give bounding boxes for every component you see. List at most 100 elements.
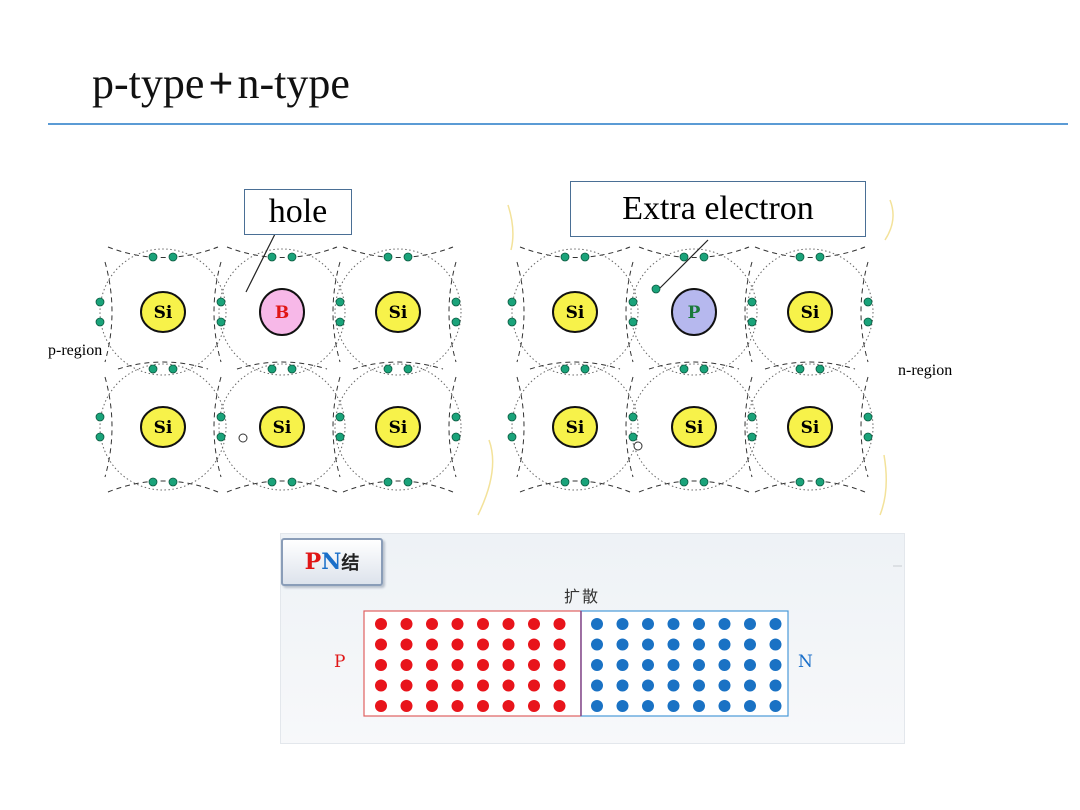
- n-carrier-dot: [769, 679, 782, 692]
- n-carrier-dot: [744, 638, 756, 651]
- valence-electron: [747, 432, 757, 442]
- valence-electron: [168, 477, 178, 487]
- p-carrier-dot: [502, 679, 515, 692]
- p-carrier-dot: [477, 700, 489, 712]
- n-carrier-dot: [616, 700, 629, 712]
- silicon-atom: [140, 406, 186, 448]
- p-carrier-dot: [400, 679, 413, 692]
- bond-arc: [764, 361, 856, 370]
- n-carrier-dot: [591, 638, 603, 651]
- valence-electron: [560, 252, 570, 262]
- valence-electron: [287, 364, 297, 374]
- p-carrier-dot: [477, 659, 489, 671]
- valence-electron: [507, 297, 517, 307]
- n-carrier-dot: [718, 618, 731, 630]
- p-carrier-dot: [426, 659, 438, 671]
- valence-electron: [863, 317, 873, 327]
- atom-label: Si: [566, 418, 585, 438]
- valence-electron: [451, 297, 461, 307]
- n-carrier-dot: [591, 659, 603, 671]
- diffusion-label: 扩散: [564, 587, 601, 606]
- valence-electron: [287, 252, 297, 262]
- n-carrier-dot: [769, 618, 782, 630]
- p-carrier-dot: [528, 618, 540, 630]
- valence-electron: [628, 317, 638, 327]
- valence-electron: [507, 412, 517, 422]
- valence-electron: [679, 364, 689, 374]
- valence-electron: [699, 252, 709, 262]
- valence-electron: [699, 364, 709, 374]
- bond-arc: [104, 261, 113, 363]
- n-carrier-dot: [616, 638, 629, 651]
- silicon-atom: [259, 406, 305, 448]
- atom-label: Si: [389, 303, 408, 323]
- valence-electron: [863, 297, 873, 307]
- valence-electron: [560, 477, 570, 487]
- bond-arc: [529, 361, 621, 370]
- atom-label: Si: [801, 303, 820, 323]
- bond-arc: [625, 376, 634, 478]
- bond-arc: [332, 261, 341, 363]
- valence-electron: [95, 297, 105, 307]
- boundary-arc: [507, 204, 514, 251]
- p-carrier-dot: [451, 638, 464, 651]
- valence-electron: [95, 432, 105, 442]
- n-carrier-dot: [667, 618, 680, 630]
- boundary-arc: [879, 454, 887, 516]
- boundary-arc: [884, 199, 894, 241]
- valence-electron: [148, 364, 158, 374]
- silicon-atom: [787, 291, 833, 333]
- valence-electron: [815, 252, 825, 262]
- p-carrier-dot: [502, 638, 515, 651]
- valence-electron: [451, 412, 461, 422]
- valence-electron: [148, 477, 158, 487]
- bond-arc: [107, 480, 219, 493]
- p-carrier-dot: [528, 638, 540, 651]
- valence-electron: [560, 364, 570, 374]
- p-carrier-dot: [375, 638, 387, 651]
- valence-electron: [267, 477, 277, 487]
- badge-n: N: [321, 549, 342, 575]
- atom-label: B: [275, 303, 289, 323]
- p-carrier-dot: [375, 618, 387, 630]
- boron-atom: [259, 288, 305, 336]
- bond-arc: [519, 480, 631, 493]
- atom-label: Si: [566, 303, 585, 323]
- p-carrier-dot: [477, 638, 489, 651]
- hole-label: hole: [268, 193, 328, 230]
- valence-electron: [335, 412, 345, 422]
- valence-electron: [628, 432, 638, 442]
- p-carrier-dot: [553, 638, 566, 651]
- p-carrier-dot: [528, 700, 540, 712]
- bond-arc: [117, 361, 209, 370]
- valence-electron: [699, 477, 709, 487]
- silicon-atom: [671, 406, 717, 448]
- valence-electron: [335, 297, 345, 307]
- p-carrier-dot: [553, 700, 566, 712]
- valence-electron: [815, 477, 825, 487]
- valence-electron: [216, 317, 226, 327]
- bond-arc: [516, 261, 525, 363]
- valence-electron: [795, 364, 805, 374]
- n-carrier-dot: [591, 618, 603, 630]
- bond-arc: [754, 246, 866, 258]
- bond-circle: [218, 363, 346, 491]
- title-n-type: n-type: [237, 59, 350, 108]
- p-carrier-dot: [528, 679, 540, 692]
- valence-electron: [168, 252, 178, 262]
- p-carrier-dot: [375, 659, 387, 671]
- valence-electron: [507, 317, 517, 327]
- p-carrier-dot: [553, 659, 566, 671]
- n-carrier-dot: [769, 659, 782, 671]
- bond-circle: [746, 363, 874, 491]
- bond-circle: [99, 363, 227, 491]
- bond-arc: [226, 480, 338, 493]
- bond-circle: [630, 248, 758, 376]
- bond-circle: [746, 248, 874, 376]
- silicon-atom: [375, 291, 421, 333]
- n-carrier-dot: [693, 638, 705, 651]
- hole-marker: [238, 433, 248, 443]
- p-carrier-dot: [451, 700, 464, 712]
- valence-electron: [507, 432, 517, 442]
